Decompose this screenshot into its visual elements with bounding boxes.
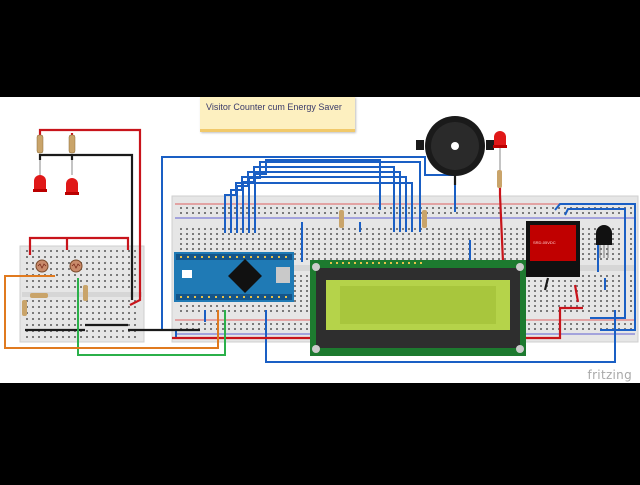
resistors-small: [22, 285, 88, 316]
resistors-main: [339, 170, 502, 228]
led-1: [33, 134, 47, 192]
svg-text:SRD-05VDC: SRD-05VDC: [533, 240, 556, 245]
buzzer: [416, 116, 494, 176]
led-3: [493, 131, 507, 170]
title-note: Visitor Counter cum Energy Saver: [200, 97, 355, 132]
wires-blue: [161, 156, 636, 363]
ldr-2: [69, 259, 83, 273]
wires-green: [77, 278, 226, 356]
lcd-16x2: [310, 260, 526, 356]
led-2: [65, 134, 79, 195]
fritzing-watermark: fritzing: [587, 368, 632, 382]
wires-black: [25, 153, 550, 332]
wires-orange: [4, 275, 219, 349]
ldr-1: [35, 259, 49, 273]
transistor: [596, 225, 612, 258]
arduino-nano: [174, 252, 294, 302]
note-title: Visitor Counter cum Energy Saver: [206, 102, 342, 112]
relay: SRD-05VDC: [526, 221, 580, 277]
